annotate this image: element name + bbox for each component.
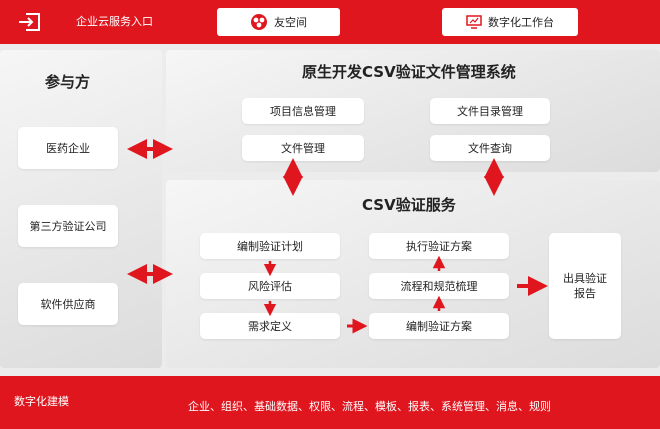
step-plan: 编制验证计划 (200, 233, 340, 259)
portal-label: 企业云服务入口 (76, 15, 153, 28)
output-report-label: 出具验证 报告 (563, 272, 607, 300)
participant-third-party: 第三方验证公司 (18, 205, 118, 247)
workbench-label: 数字化工作台 (488, 16, 554, 29)
exit-icon[interactable] (17, 12, 41, 32)
monitor-icon (466, 15, 482, 29)
youkongjian-label: 友空间 (274, 16, 307, 29)
module-file-catalog: 文件目录管理 (430, 98, 550, 124)
footer-title: 数字化建模 (14, 395, 69, 408)
module-project-info: 项目信息管理 (242, 98, 364, 124)
step-protocol: 编制验证方案 (369, 313, 509, 339)
bottom-bar (0, 376, 660, 429)
footer-items: 企业、组织、基础数据、权限、流程、模板、报表、系统管理、消息、规则 (188, 400, 551, 413)
step-risk: 风险评估 (200, 273, 340, 299)
step-execute: 执行验证方案 (369, 233, 509, 259)
step-requirements: 需求定义 (200, 313, 340, 339)
youkongjian-logo-icon (251, 14, 267, 30)
module-file-query: 文件查询 (430, 135, 550, 161)
youkongjian-button[interactable]: 友空间 (217, 8, 340, 36)
output-report: 出具验证 报告 (549, 233, 621, 339)
system-title: 原生开发CSV验证文件管理系统 (302, 63, 516, 81)
service-title: CSV验证服务 (362, 196, 456, 214)
participant-vendor: 软件供应商 (18, 283, 118, 325)
module-file-management: 文件管理 (242, 135, 364, 161)
step-process: 流程和规范梳理 (369, 273, 509, 299)
participant-pharma: 医药企业 (18, 127, 118, 169)
workbench-button[interactable]: 数字化工作台 (442, 8, 578, 36)
participants-title: 参与方 (45, 73, 91, 91)
